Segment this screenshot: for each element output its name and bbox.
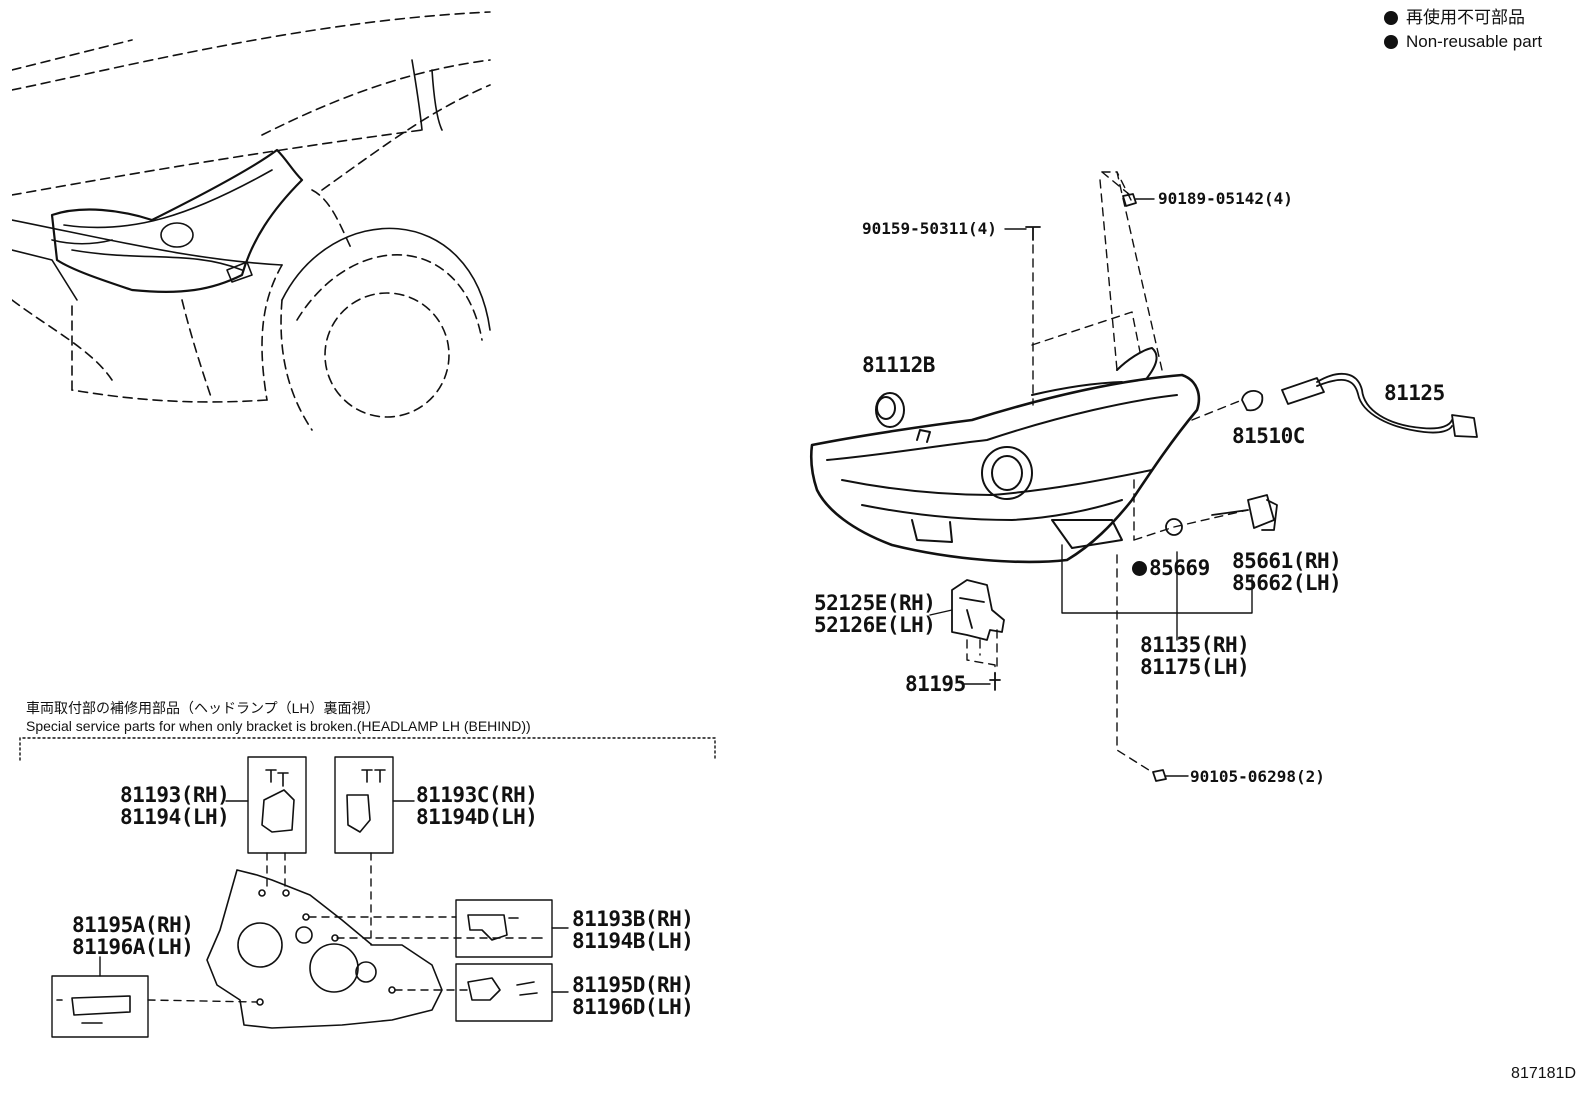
bracket-plate [206, 869, 443, 1029]
part-number-rh: 81193(RH) [120, 783, 230, 807]
actuator-85661 [1211, 494, 1278, 531]
part-label-81125[interactable]: 81125 [1384, 381, 1445, 405]
part-label-52125e-52126e[interactable]: 52125E(RH) 52126E(LH) [814, 591, 936, 637]
callout-lines [929, 198, 1253, 777]
parts-diagram: 再使用不可部品 Non-reusable part 90189-05142(4)… [12, 0, 1580, 1099]
legend: 再使用不可部品 Non-reusable part [1384, 6, 1542, 54]
legend-item-jp: 再使用不可部品 [1384, 6, 1542, 30]
part-number-lh: 81175(LH) [1140, 655, 1250, 679]
part-label-85669[interactable]: 85669 [1132, 557, 1210, 579]
part-number-lh: 81196A(LH) [72, 935, 194, 959]
service-note-jp: 車両取付部の補修用部品（ヘッドランプ（LH）裏面視） [26, 700, 380, 716]
part-label-81195d-81196d[interactable]: 81195D(RH) 81196D(LH) [572, 973, 694, 1019]
legend-label-en: Non-reusable part [1406, 32, 1543, 51]
part-number-lh: 81194D(LH) [416, 805, 538, 829]
part-number-rh: 81195A(RH) [72, 913, 194, 937]
fasteners [989, 193, 1167, 782]
part-number-rh: 52125E(RH) [814, 591, 936, 615]
part-label-90189-05142[interactable]: 90189-05142(4) [1158, 189, 1293, 208]
non-reusable-dot-icon [1132, 561, 1147, 576]
bracket-52125e [951, 579, 1005, 641]
part-label-81195[interactable]: 81195 [905, 672, 966, 696]
part-label-81195a-81196a[interactable]: 81195A(RH) 81196A(LH) [72, 913, 194, 959]
part-label-90105-06298[interactable]: 90105-06298(2) [1190, 767, 1325, 786]
non-reusable-dot-icon [1384, 11, 1398, 25]
part-number-rh: 81193C(RH) [416, 783, 538, 807]
figure-id: 817181D [1511, 1065, 1576, 1082]
socket-wire-81125 [1281, 373, 1478, 438]
part-number-lh: 52126E(LH) [814, 613, 936, 637]
legend-item-en: Non-reusable part [1384, 30, 1542, 54]
o-ring-85669 [1165, 518, 1183, 536]
part-label-85661-85662[interactable]: 85661(RH) 85662(LH) [1232, 549, 1342, 595]
part-number-lh: 81194B(LH) [572, 929, 694, 953]
vehicle-front-view [12, 11, 491, 431]
part-number-rh: 85661(RH) [1232, 549, 1342, 573]
small-brackets [56, 769, 543, 1024]
part-number-rh: 81135(RH) [1140, 633, 1250, 657]
part-label-81510c[interactable]: 81510C [1232, 424, 1305, 448]
service-leader-lines [147, 852, 533, 1003]
part-number: 85669 [1149, 556, 1210, 580]
part-number-lh: 85662(LH) [1232, 571, 1342, 595]
service-callout-lines [99, 800, 569, 993]
diagram-drawing [12, 11, 1478, 1038]
part-label-81193c-81194d[interactable]: 81193C(RH) 81194D(LH) [416, 783, 538, 829]
headlamp-assembly [809, 347, 1201, 564]
leader-lines [966, 171, 1249, 773]
part-number-lh: 81194(LH) [120, 805, 230, 829]
part-number-lh: 81196D(LH) [572, 995, 694, 1019]
bulb-81510c [1241, 389, 1264, 412]
non-reusable-dot-icon [1384, 35, 1398, 49]
service-note-en: Special service parts for when only brac… [26, 718, 531, 734]
cap-81112b [875, 392, 905, 428]
part-label-81193b-81194b[interactable]: 81193B(RH) 81194B(LH) [572, 907, 694, 953]
part-number-rh: 81193B(RH) [572, 907, 694, 931]
part-label-90159-50311[interactable]: 90159-50311(4) [862, 219, 997, 238]
part-label-81193-81194[interactable]: 81193(RH) 81194(LH) [120, 783, 230, 829]
part-label-81135-81175[interactable]: 81135(RH) 81175(LH) [1140, 633, 1250, 679]
part-label-81112b[interactable]: 81112B [862, 353, 935, 377]
legend-label-jp: 再使用不可部品 [1406, 8, 1525, 27]
part-number-rh: 81195D(RH) [572, 973, 694, 997]
